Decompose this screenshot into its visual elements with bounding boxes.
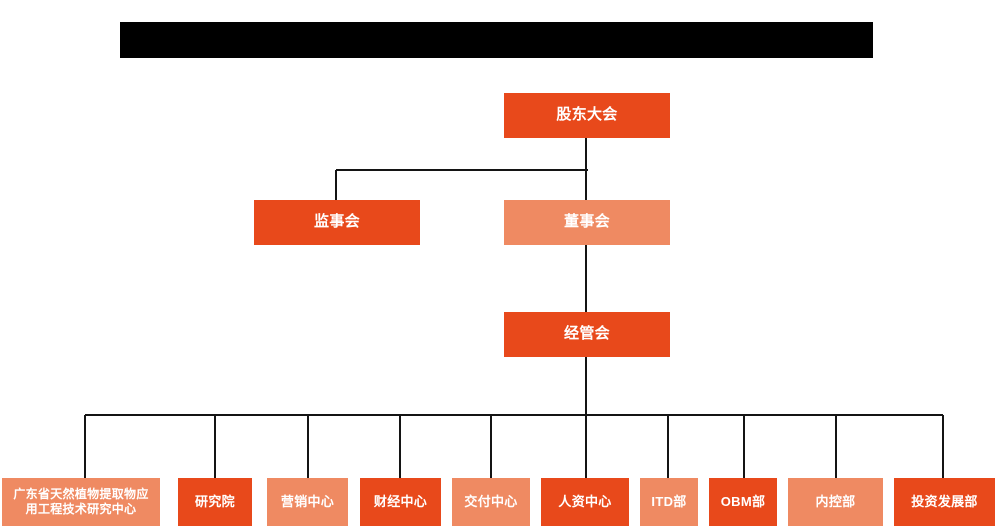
connector-drop-hr-center (585, 415, 587, 478)
org-node-label-board: 董事会 (564, 213, 610, 231)
connector-supervisors-branch-h (336, 169, 588, 171)
connector-drop-obm-department (743, 415, 745, 478)
org-node-label-itd-department: ITD部 (651, 494, 687, 510)
org-node-board[interactable]: 董事会 (504, 200, 670, 245)
connector-supervisors-down (335, 170, 337, 200)
org-node-supervisors[interactable]: 监事会 (254, 200, 420, 245)
connector-drop-investment-development-department (942, 415, 944, 478)
connector-drop-finance-center (399, 415, 401, 478)
org-node-marketing-center[interactable]: 营销中心 (267, 478, 348, 526)
org-node-guangdong-research-center[interactable]: 广东省天然植物提取物应 用工程技术研究中心 (2, 478, 160, 526)
org-node-research-institute[interactable]: 研究院 (178, 478, 252, 526)
connector-drop-guangdong-research-center (84, 415, 86, 478)
org-node-hr-center[interactable]: 人资中心 (541, 478, 629, 526)
org-node-obm-department[interactable]: OBM部 (709, 478, 777, 526)
org-node-label-management-committee: 经管会 (564, 325, 610, 343)
org-node-management-committee[interactable]: 经管会 (504, 312, 670, 357)
org-node-internal-control-department[interactable]: 内控部 (788, 478, 883, 526)
org-node-label-supervisors: 监事会 (314, 213, 360, 231)
org-node-itd-department[interactable]: ITD部 (640, 478, 698, 526)
connector-management-trunk-down (585, 357, 587, 417)
org-node-label-marketing-center: 营销中心 (280, 494, 335, 510)
org-node-label-guangdong-research-center: 广东省天然植物提取物应 用工程技术研究中心 (13, 487, 149, 516)
connector-drop-itd-department (667, 415, 669, 478)
org-node-label-shareholders: 股东大会 (556, 106, 618, 124)
org-node-delivery-center[interactable]: 交付中心 (452, 478, 530, 526)
org-node-shareholders[interactable]: 股东大会 (504, 93, 670, 138)
org-node-label-obm-department: OBM部 (720, 494, 766, 510)
connector-departments-bus (85, 414, 943, 416)
org-node-label-finance-center: 财经中心 (373, 494, 428, 510)
org-node-label-delivery-center: 交付中心 (464, 494, 518, 510)
org-node-investment-development-department[interactable]: 投资发展部 (894, 478, 995, 526)
org-node-label-investment-development-department: 投资发展部 (911, 494, 978, 510)
connector-drop-internal-control-department (835, 415, 837, 478)
org-node-label-research-institute: 研究院 (195, 494, 235, 510)
org-node-finance-center[interactable]: 财经中心 (360, 478, 441, 526)
org-node-label-internal-control-department: 内控部 (815, 494, 856, 510)
connector-drop-research-institute (214, 415, 216, 478)
connector-board-to-management (585, 243, 587, 312)
redacted-title-bar (120, 22, 873, 58)
connector-drop-marketing-center (307, 415, 309, 478)
connector-drop-delivery-center (490, 415, 492, 478)
org-node-label-hr-center: 人资中心 (558, 494, 612, 510)
